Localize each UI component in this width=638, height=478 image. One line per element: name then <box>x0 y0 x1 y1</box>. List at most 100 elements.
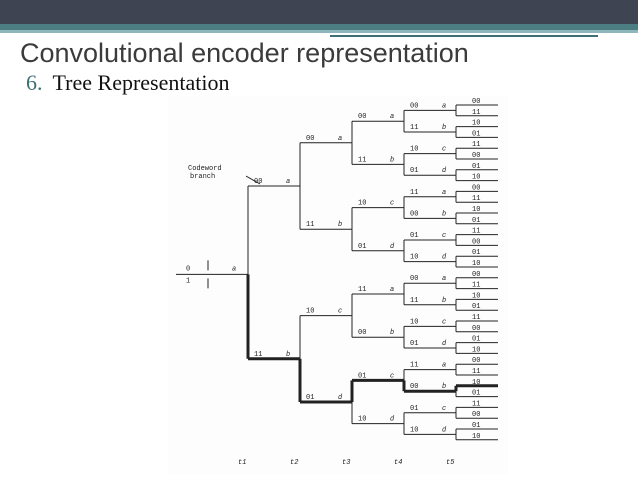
leaf-codeword-label: 11 <box>472 228 480 236</box>
leaf-codeword-label: 10 <box>472 260 480 268</box>
codeword-label-level4: 11 <box>410 362 418 370</box>
time-label-t4: t4 <box>394 459 402 467</box>
state-label-level3: a <box>390 113 394 121</box>
slide-subtitle: 6.Tree Representation <box>26 70 229 96</box>
state-label-level3: c <box>390 200 394 208</box>
codeword-label-level3: 01 <box>358 372 366 380</box>
time-label-t2: t2 <box>290 459 298 467</box>
state-label-level4: b <box>442 210 446 218</box>
leaf-codeword-label: 00 <box>472 238 480 246</box>
state-label-level4: d <box>442 254 447 262</box>
codeword-label-level4: 01 <box>410 232 418 240</box>
codeword-pointer-line <box>245 175 261 185</box>
codeword-label-level1: 00 <box>254 178 262 186</box>
leaf-codeword-label: 10 <box>472 174 480 182</box>
leaf-codeword-label: 00 <box>472 357 480 365</box>
state-label-level3: d <box>390 243 395 251</box>
state-label-level4: c <box>442 232 446 240</box>
state-label-level1: a <box>286 178 290 186</box>
codeword-label-level4: 00 <box>410 102 418 110</box>
leaf-codeword-label: 01 <box>472 390 480 398</box>
state-label-level2: a <box>338 135 342 143</box>
state-label-level4: a <box>442 362 446 370</box>
codeword-label: Codeword <box>188 165 222 173</box>
codeword-label-level1: 11 <box>254 351 262 359</box>
time-label-t5: t5 <box>446 459 455 467</box>
leaf-codeword-label: 00 <box>472 184 480 192</box>
codeword-label-level4: 11 <box>410 297 418 305</box>
codeword-label-level4: 01 <box>410 167 418 175</box>
leaf-codeword-label: 10 <box>472 433 480 441</box>
state-label-level3: b <box>390 156 394 164</box>
subtitle-text: Tree Representation <box>52 70 230 95</box>
codeword-label-level3: 11 <box>358 286 366 294</box>
codeword-label-level2: 00 <box>306 135 314 143</box>
codeword-label-level4: 10 <box>410 146 418 154</box>
input-one-label: 1 <box>186 277 190 285</box>
leaf-codeword-label: 11 <box>472 282 480 290</box>
state-label-level1: b <box>286 351 290 359</box>
codeword-label-level4: 00 <box>410 275 418 283</box>
codeword-label-level4: 00 <box>410 383 418 391</box>
slide-header-accent-light <box>0 30 638 33</box>
state-label-level4: d <box>442 340 447 348</box>
codeword-label-level3: 10 <box>358 416 366 424</box>
leaf-codeword-label: 11 <box>472 109 480 117</box>
codeword-label-level4: 01 <box>410 405 418 413</box>
state-label-level3: c <box>390 372 394 380</box>
codeword-label-level3: 01 <box>358 243 366 251</box>
state-label-level4: d <box>442 167 447 175</box>
state-label-level4: b <box>442 124 446 132</box>
leaf-codeword-label: 10 <box>472 379 480 387</box>
slide-header-accent <box>0 24 638 30</box>
input-zero-label: 0 <box>186 265 190 273</box>
leaf-codeword-label: 11 <box>472 400 480 408</box>
state-label-level3: b <box>390 329 394 337</box>
leaf-codeword-label: 10 <box>472 120 480 128</box>
codeword-label-level3: 10 <box>358 200 366 208</box>
state-label-level4: d <box>442 426 447 434</box>
leaf-codeword-label: 11 <box>472 368 480 376</box>
leaf-codeword-label: 00 <box>472 152 480 160</box>
codeword-label-level2: 10 <box>306 308 314 316</box>
branch-label: branch <box>190 173 215 181</box>
state-label-level4: a <box>442 102 446 110</box>
codeword-label-level4: 00 <box>410 210 418 218</box>
state-label-level3: d <box>390 416 395 424</box>
root-state-label: a <box>232 265 236 273</box>
state-label-level3: a <box>390 286 394 294</box>
state-label-level2: b <box>338 221 342 229</box>
leaf-codeword-label: 10 <box>472 206 480 214</box>
leaf-codeword-label: 01 <box>472 163 480 171</box>
slide-header-bar <box>0 0 638 24</box>
codeword-label-level4: 10 <box>410 318 418 326</box>
time-label-t1: t1 <box>238 459 246 467</box>
leaf-codeword-label: 01 <box>472 217 480 225</box>
state-label-level2: c <box>338 308 342 316</box>
state-label-level4: a <box>442 275 446 283</box>
leaf-codeword-label: 00 <box>472 325 480 333</box>
slide-title: Convolutional encoder representation <box>20 38 469 68</box>
state-label-level2: d <box>338 394 343 402</box>
leaf-codeword-label: 01 <box>472 422 480 430</box>
codeword-label-level2: 01 <box>306 394 314 402</box>
state-label-level4: c <box>442 146 446 154</box>
decorative-rule <box>330 35 598 37</box>
codeword-label-level4: 10 <box>410 426 418 434</box>
leaf-codeword-label: 10 <box>472 346 480 354</box>
codeword-label-level4: 01 <box>410 340 418 348</box>
leaf-codeword-label: 00 <box>472 271 480 279</box>
leaf-codeword-label: 01 <box>472 130 480 138</box>
state-label-level4: c <box>442 405 446 413</box>
time-label-t3: t3 <box>342 459 350 467</box>
state-label-level4: c <box>442 318 446 326</box>
codeword-label-level3: 00 <box>358 329 366 337</box>
leaf-codeword-label: 11 <box>472 314 480 322</box>
leaf-codeword-label: 01 <box>472 336 480 344</box>
leaf-codeword-label: 11 <box>472 195 480 203</box>
leaf-codeword-label: 00 <box>472 98 480 106</box>
codeword-label-level3: 11 <box>358 156 366 164</box>
state-label-level4: a <box>442 189 446 197</box>
leaf-codeword-label: 11 <box>472 141 480 149</box>
